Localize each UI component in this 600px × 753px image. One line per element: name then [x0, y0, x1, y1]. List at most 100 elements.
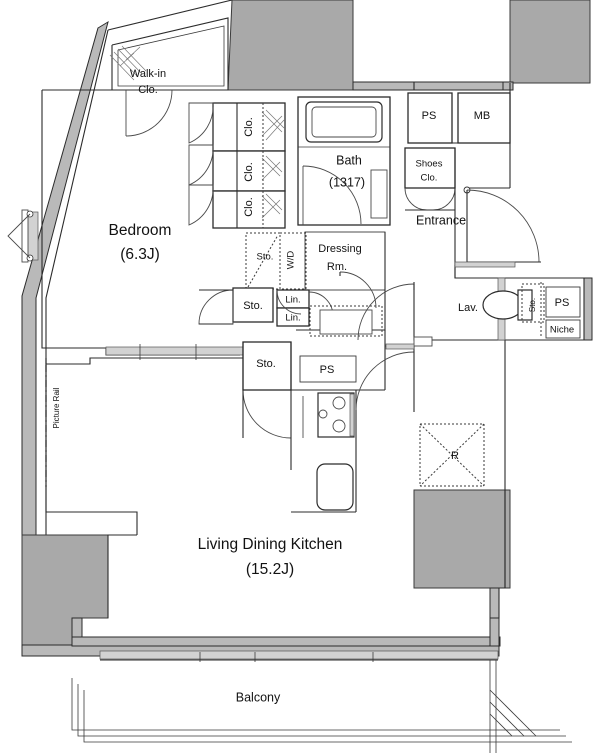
label-bath: Bath: [336, 153, 362, 167]
storage-mid-swing: [198, 289, 234, 325]
bedroom-sliding-partition: [105, 346, 267, 356]
label-bedroom: Bedroom: [109, 222, 172, 239]
hall-door-area: [355, 343, 415, 412]
balcony-corner-diag: [489, 689, 537, 737]
bath-door-swing: [302, 165, 362, 225]
entrance-threshold: [454, 261, 516, 268]
adjacent-structure-bottom-right: [413, 489, 511, 589]
label-meter-box: MB: [474, 110, 491, 122]
label-niche: Niche: [550, 325, 574, 336]
label-walk-in-closet: Walk-in: [130, 68, 166, 80]
top-service-boxes: [407, 92, 511, 144]
ldk-bottom-wall: [107, 534, 137, 618]
exterior-wall-right-lower: [489, 587, 500, 647]
label-bedroom-area: (6.3J): [120, 246, 160, 263]
bath-vanity: [370, 169, 388, 219]
shoes-closet-swing-right: [432, 187, 456, 211]
label-ldk: Living Dining Kitchen: [198, 536, 343, 553]
bath-area: [297, 96, 391, 226]
label-closet-2: Clo.: [243, 162, 255, 182]
dressing-counter: [309, 305, 383, 337]
unit-perimeter-right: [353, 82, 415, 91]
label-storage-lower: Sto.: [256, 358, 276, 370]
closet-2-box: [212, 150, 286, 192]
fridge-diag-2: [419, 423, 485, 487]
balcony-corner-diag-3: [489, 713, 513, 737]
kitchen-sink: [316, 463, 354, 511]
adjacent-structure-top-right: [509, 0, 591, 84]
label-closet-1: Clo.: [243, 117, 255, 137]
closet-1-swing: [188, 102, 214, 144]
storage-lower-swing: [242, 389, 292, 439]
label-toilet-storage: Sto.: [528, 298, 537, 312]
label-closet-3: Clo.: [243, 197, 255, 217]
refrigerator-box: [419, 423, 485, 487]
ldk-right-wall: [490, 490, 506, 619]
meter-box-box: [457, 92, 511, 144]
label-linen-1: Lin.: [285, 295, 300, 306]
dressing-storage-area: [45, 231, 386, 470]
closet-rail-hatch-3: [261, 193, 283, 219]
front-door-swing: [466, 189, 540, 263]
balcony-sliding-door: [99, 650, 499, 660]
ldk-balcony-area: [71, 490, 572, 753]
shoes-closet-box: [404, 147, 456, 189]
exterior-wall-bottom-band: [71, 636, 501, 647]
closet-2-swing: [188, 144, 214, 186]
label-washer-dryer: W/D: [286, 251, 297, 270]
pipe-space-top-box: [407, 92, 453, 144]
dressing-door-swing: [339, 271, 377, 309]
walk-in-door-swing: [125, 89, 173, 137]
walk-in-closet-inner: [117, 25, 225, 87]
lavatory-area: [357, 277, 581, 347]
bathtub-inner: [311, 106, 377, 138]
linen-swing-2: [276, 289, 302, 315]
shoes-closet-swing-left: [404, 187, 428, 211]
adjacent-structure-bottom-left: [21, 534, 109, 646]
label-storage-upper: Sto.: [257, 252, 274, 263]
closet-rail-hatch-2: [261, 155, 283, 181]
closet-rail-hatch-1: [261, 109, 285, 141]
ldk-door-swing: [355, 351, 415, 411]
storage-upper-box: [245, 232, 281, 290]
label-ldk-area: (15.2J): [246, 561, 294, 578]
lav-door-swing: [357, 283, 415, 341]
toilet-tank: [517, 289, 533, 321]
balcony-rail-3: [83, 690, 572, 743]
closet-1-box: [212, 102, 286, 152]
exterior-wall-right: [583, 277, 593, 341]
exterior-wall-top: [352, 81, 512, 91]
ldk-left-wall: [45, 358, 138, 535]
balcony-rail-1: [71, 678, 560, 731]
cooktop-edge: [349, 393, 355, 437]
closet-rail-hatch-walkin: [109, 45, 147, 81]
label-entrance: Entrance: [416, 213, 466, 227]
label-storage-mid: Sto.: [243, 300, 263, 312]
dressing-room-box: [304, 231, 386, 291]
room-labels: Bedroom (6.3J) Living Dining Kitchen (15…: [52, 68, 574, 704]
exterior-wall-diagonal-inner: [45, 29, 109, 645]
hall-threshold: [385, 343, 415, 350]
burner-medium: [332, 419, 346, 433]
adjacent-structure-top-left: [227, 0, 354, 91]
label-walk-in-closet-2: Clo.: [138, 84, 158, 96]
balcony-rail-2: [77, 684, 566, 737]
pipe-space-lav-box: [545, 286, 581, 318]
label-dressing-room-2: Rm.: [327, 261, 347, 273]
unit-perimeter: [107, 0, 233, 31]
label-pipe-space-lav: PS: [555, 297, 570, 309]
label-lavatory: Lav.: [458, 302, 478, 314]
niche-box: [545, 319, 581, 339]
label-shoes-closet-2: Clo.: [421, 173, 438, 184]
label-shoes-closet: Shoes: [416, 159, 443, 170]
ldk-upper-wall: [45, 357, 243, 365]
dressing-basin: [319, 309, 373, 335]
toilet-storage-box: [521, 283, 545, 323]
storage-mid-box: [232, 287, 274, 323]
label-balcony: Balcony: [236, 690, 281, 704]
entrance-area: [404, 147, 541, 278]
toilet-bowl: [482, 290, 524, 320]
label-refrigerator: R: [451, 450, 459, 462]
